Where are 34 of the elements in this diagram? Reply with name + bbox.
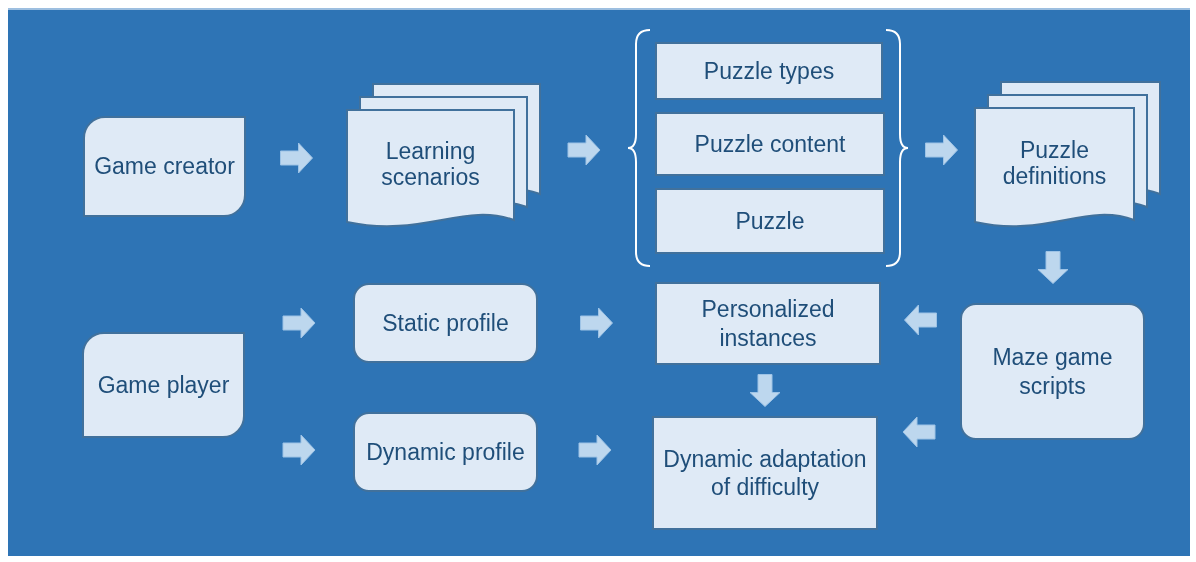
bracket-group: [628, 28, 908, 268]
box-label: Static profile: [381, 308, 510, 337]
box-label: Personalized instances: [700, 295, 836, 352]
process-box: [655, 282, 881, 365]
process-box: [655, 188, 885, 254]
document-label: Learning scenarios: [380, 136, 481, 192]
block-arrow: [578, 434, 612, 466]
block-arrow: [567, 134, 601, 166]
block-arrow: [1037, 251, 1069, 284]
block-arrow: [749, 374, 781, 407]
rounded-box: [353, 412, 538, 492]
process-box: [655, 112, 885, 176]
rounded-box: [353, 283, 538, 363]
block-arrow: [282, 434, 316, 466]
block-arrow: [580, 307, 613, 339]
box-label: Game creator: [93, 152, 236, 181]
block-arrow: [904, 304, 937, 336]
actor-card: [83, 116, 246, 217]
block-arrow: [902, 416, 936, 448]
process-box: [655, 42, 883, 100]
box-label: Dynamic adaptation of difficulty: [662, 444, 868, 502]
box-label: Maze game scripts: [991, 343, 1114, 400]
box-label: Game player: [96, 370, 231, 399]
rounded-box: [960, 303, 1145, 440]
process-box: [652, 416, 878, 530]
block-arrow: [280, 142, 313, 174]
box-label: Dynamic profile: [365, 437, 526, 466]
document-label: Puzzle definitions: [1001, 135, 1108, 191]
box-label: Puzzle types: [702, 56, 836, 85]
actor-card: [82, 332, 245, 438]
block-arrow: [925, 134, 958, 166]
block-arrow: [282, 307, 316, 339]
box-label: Puzzle content: [693, 129, 847, 158]
box-label: Puzzle: [734, 206, 806, 235]
